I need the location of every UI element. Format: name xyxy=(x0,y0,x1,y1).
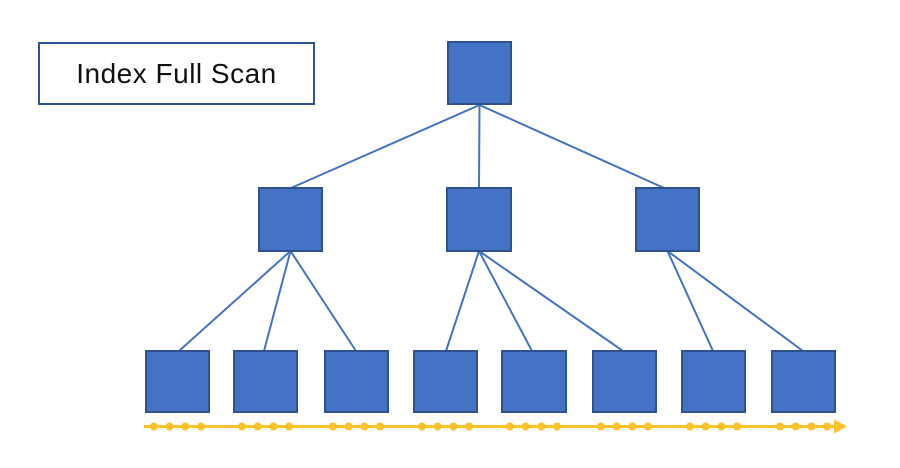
scan-dot xyxy=(376,422,385,431)
leaf-node-6 xyxy=(592,350,657,413)
scan-dot xyxy=(686,422,694,431)
scan-dot xyxy=(269,422,278,431)
scan-dot xyxy=(701,422,710,431)
scan-dot xyxy=(823,422,831,431)
scan-dot xyxy=(360,422,369,431)
scan-dot xyxy=(253,422,262,431)
scan-dot xyxy=(505,422,514,431)
scan-dot xyxy=(791,422,800,431)
connector-edge-root-branch1 xyxy=(290,104,480,189)
branch-node-2 xyxy=(446,187,512,252)
leaf-node-4 xyxy=(413,350,478,413)
scan-dot xyxy=(733,422,741,431)
leaf-node-5 xyxy=(501,350,567,413)
scan-dot xyxy=(807,422,816,431)
connector-edge-branch1-leaf1 xyxy=(178,250,292,352)
scan-dot xyxy=(417,422,426,431)
connector-edge-root-branch2 xyxy=(478,104,481,189)
scan-dot xyxy=(344,422,353,431)
leaf-node-8 xyxy=(771,350,836,413)
scan-dot xyxy=(597,422,605,431)
leaf-node-3 xyxy=(324,350,389,413)
index-full-scan-label-text: Index Full Scan xyxy=(76,57,277,89)
scan-dot xyxy=(628,422,637,431)
connector-edge-branch3-leaf8 xyxy=(666,250,804,352)
branch-node-3 xyxy=(635,187,700,252)
scan-dot xyxy=(328,422,337,431)
scan-dot xyxy=(165,422,174,431)
scan-dot xyxy=(521,422,530,431)
scan-arrowhead xyxy=(834,419,847,434)
scan-dot xyxy=(449,422,458,431)
scan-arrow xyxy=(144,419,847,434)
connector-edge-branch2-leaf5 xyxy=(478,250,533,352)
branch-node-1 xyxy=(258,187,323,252)
scan-dot xyxy=(644,422,652,431)
scan-dot xyxy=(285,422,294,431)
scan-dot xyxy=(465,422,474,431)
connector-edge-branch2-leaf4 xyxy=(445,250,480,352)
connector-edge-branch1-leaf2 xyxy=(263,250,292,352)
scan-dot xyxy=(776,422,784,431)
index-full-scan-label: Index Full Scan xyxy=(38,42,315,105)
scan-dot xyxy=(197,422,206,431)
connector-edge-branch3-leaf7 xyxy=(666,250,714,352)
scan-dot xyxy=(149,422,158,431)
connector-edge-branch1-leaf3 xyxy=(289,250,357,352)
leaf-node-1 xyxy=(145,350,210,413)
connector-edge-root-branch3 xyxy=(479,104,665,189)
connector-edge-branch2-leaf6 xyxy=(478,250,624,352)
scan-dot xyxy=(717,422,726,431)
scan-dot xyxy=(612,422,621,431)
tree-edges xyxy=(178,104,804,352)
scan-dot xyxy=(181,422,190,431)
scan-dot xyxy=(537,422,546,431)
leaf-node-2 xyxy=(233,350,298,413)
scan-dots xyxy=(149,422,831,431)
scan-dot xyxy=(237,422,246,431)
root-node xyxy=(447,41,512,105)
scan-dot xyxy=(433,422,442,431)
scan-dot xyxy=(553,422,561,431)
leaf-node-7 xyxy=(681,350,746,413)
